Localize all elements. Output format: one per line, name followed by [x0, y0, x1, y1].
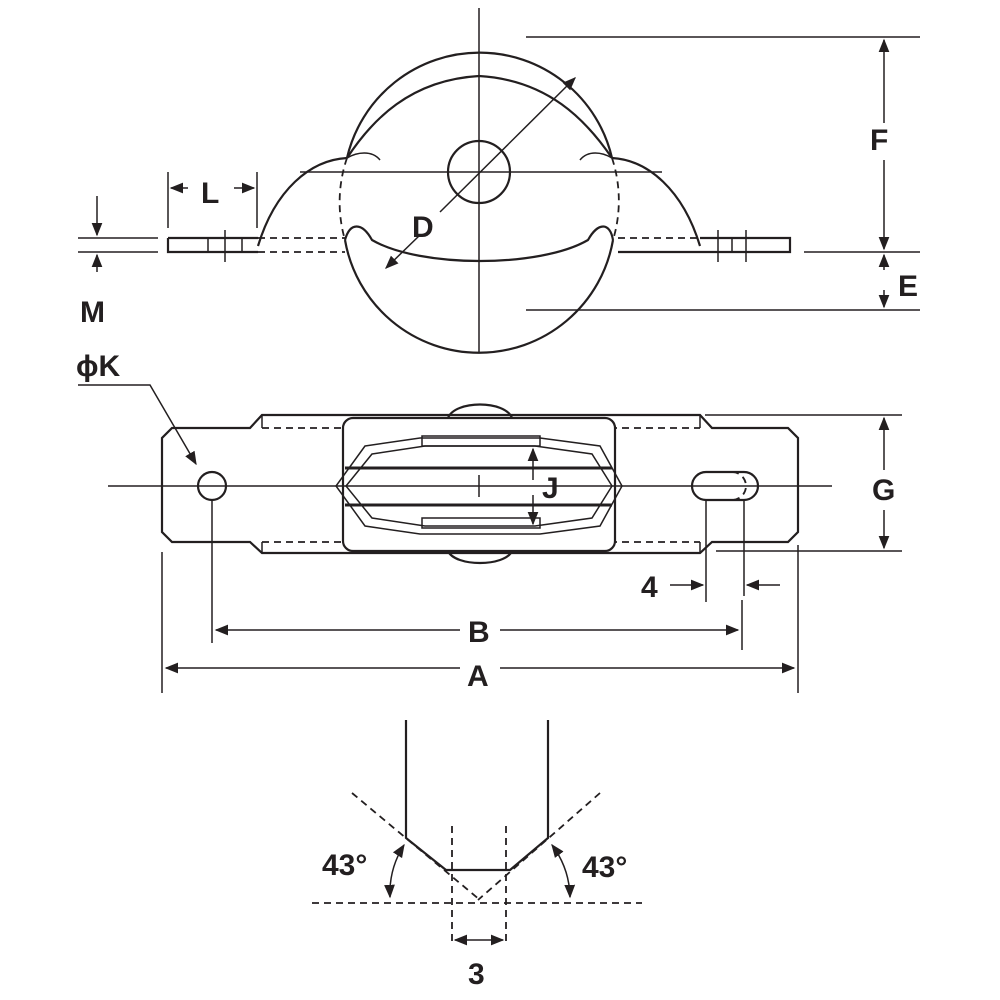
label-j: J	[542, 472, 559, 505]
label-angle-right: 43°	[582, 851, 627, 884]
label-f: F	[870, 124, 888, 157]
wheel-outer-top	[345, 51, 614, 159]
wheel-hub	[446, 139, 512, 205]
plan-view: ϕK J G 4 B A	[76, 350, 902, 693]
bracket-arch-right	[611, 156, 702, 247]
base-plate-left	[166, 236, 258, 254]
groove-outline	[404, 720, 550, 872]
label-3: 3	[468, 958, 485, 991]
label-phi-k: ϕK	[76, 350, 120, 383]
label-g: G	[872, 474, 895, 507]
label-b: B	[468, 616, 490, 649]
side-view: D F E L M	[78, 8, 920, 354]
label-a: A	[467, 660, 489, 693]
label-e: E	[898, 270, 918, 303]
label-l: L	[201, 177, 219, 210]
groove-profile: 43° 43° 3	[312, 720, 642, 991]
wheel-outer-bottom	[343, 239, 615, 354]
diameter-d-arrow	[439, 77, 576, 213]
bracket-arch-left	[256, 156, 348, 247]
label-angle-left: 43°	[322, 849, 367, 882]
plate-outline	[160, 413, 800, 555]
label-4: 4	[641, 571, 658, 604]
wheel-groove-top	[346, 74, 613, 159]
label-m: M	[80, 296, 105, 329]
base-plate-right	[618, 236, 792, 254]
label-d: D	[412, 211, 434, 244]
wheel-groove-bottom	[343, 225, 615, 263]
